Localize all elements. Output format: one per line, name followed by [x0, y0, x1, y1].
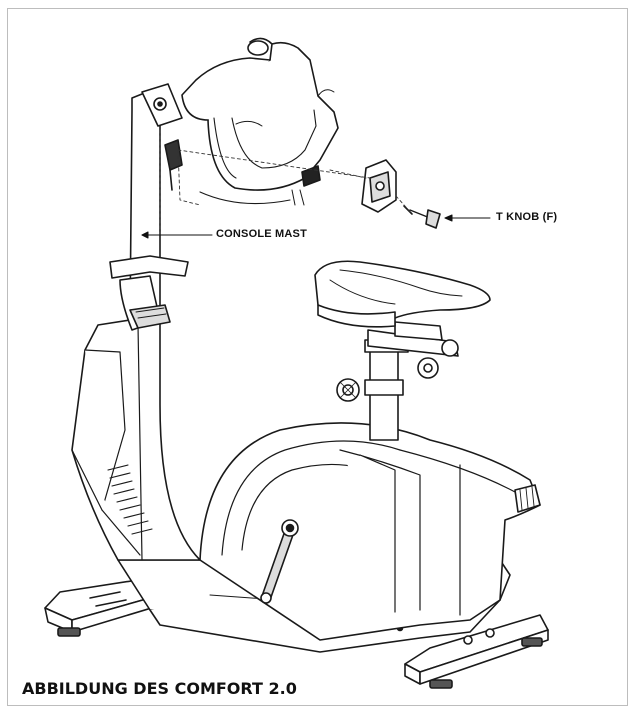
bottle-holder [109, 255, 189, 331]
seat [314, 260, 491, 328]
crank-arm [260, 519, 299, 604]
rear-stabilizer [404, 614, 549, 689]
seat-slider [367, 321, 459, 379]
assembly-guide-lines [159, 129, 413, 236]
handlebar-cap [361, 159, 397, 213]
console-mast-callout: CONSOLE MAST [216, 228, 308, 240]
handlebar [181, 37, 339, 206]
flywheel-housing [199, 422, 541, 641]
t-knob-callout: T KNOB (F) [496, 211, 558, 223]
t-knob [403, 205, 441, 229]
callout-leaders [141, 214, 491, 239]
figure-caption: ABBILDUNG DES COMFORT 2.0 [22, 679, 297, 698]
